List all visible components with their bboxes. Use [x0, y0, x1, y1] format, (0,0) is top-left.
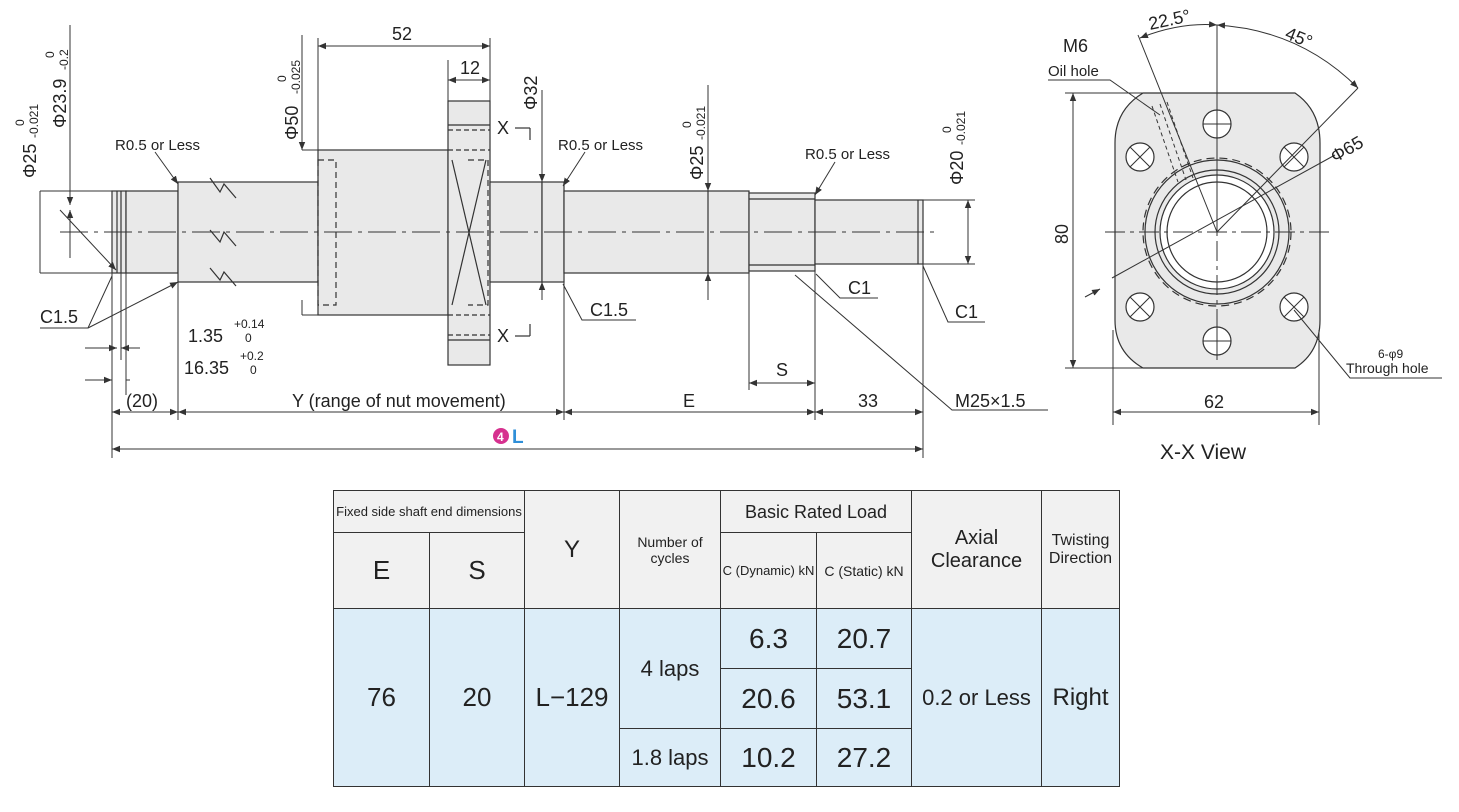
- label-dia-20: Φ20 0 -0.021: [940, 111, 968, 185]
- header-y: Y: [524, 490, 620, 609]
- label-dia-25-mid: Φ25 0 -0.021: [680, 106, 708, 180]
- svg-text:L: L: [512, 427, 524, 448]
- svg-text:-0.2: -0.2: [57, 49, 71, 70]
- svg-text:Φ23.9: Φ23.9: [50, 79, 70, 128]
- label-dia-23-9: Φ23.9 0 -0.2: [43, 49, 71, 128]
- header-axial: Axial Clearance: [911, 490, 1042, 609]
- label-c15-a: C1.5: [40, 307, 78, 327]
- section-x-bottom: X: [497, 326, 509, 346]
- svg-text:0: 0: [680, 121, 694, 128]
- svg-text:Φ20: Φ20: [947, 151, 967, 185]
- svg-text:1.35: 1.35: [188, 326, 223, 346]
- label-c15-b: C1.5: [590, 300, 628, 320]
- svg-text:+0.14: +0.14: [234, 317, 265, 331]
- cell-y: L−129: [524, 608, 620, 787]
- label-c1-a: C1: [848, 278, 871, 298]
- section-x-top: X: [497, 118, 509, 138]
- svg-text:0: 0: [940, 126, 954, 133]
- break-symbols: [209, 177, 237, 287]
- label-through-hole: Through hole: [1346, 360, 1429, 376]
- svg-text:0: 0: [245, 331, 252, 345]
- header-twist: Twisting Direction: [1041, 490, 1120, 609]
- cell-dynamic-1: 6.3: [720, 608, 817, 669]
- svg-text:16.35: 16.35: [184, 358, 229, 378]
- label-hole-spec: 6-φ9: [1378, 347, 1403, 361]
- label-s: S: [776, 360, 788, 380]
- cell-s: 20: [429, 608, 525, 787]
- cell-dynamic-3: 10.2: [720, 728, 817, 787]
- label-thread: M25×1.5: [955, 391, 1026, 411]
- label-dia-50: Φ50 0 -0.025: [275, 60, 303, 140]
- cell-axial: 0.2 or Less: [911, 608, 1042, 787]
- svg-text:+0.2: +0.2: [240, 349, 264, 363]
- technical-drawing: X X: [13, 6, 1442, 464]
- label-dia-65: Φ65: [1327, 132, 1367, 167]
- label-1-35: 1.35 +0.14 0: [188, 317, 265, 346]
- label-16-35: 16.35 +0.2 0: [184, 349, 264, 378]
- label-33: 33: [858, 391, 878, 411]
- label-c1-b: C1: [955, 302, 978, 322]
- spec-table: Fixed side shaft end dimensions Y Number…: [333, 490, 1120, 787]
- svg-text:-0.021: -0.021: [27, 104, 41, 138]
- cell-dynamic-2: 20.6: [720, 668, 817, 729]
- cell-static-1: 20.7: [816, 608, 912, 669]
- header-e: E: [333, 532, 430, 609]
- label-angle-22-5: 22.5°: [1147, 6, 1192, 34]
- label-oil-hole: Oil hole: [1048, 63, 1099, 80]
- svg-text:-0.021: -0.021: [954, 111, 968, 145]
- label-e: E: [683, 391, 695, 411]
- label-80: 80: [1052, 224, 1072, 244]
- xx-view-caption: X-X View: [1160, 441, 1247, 464]
- svg-text:0: 0: [250, 363, 257, 377]
- cell-cycles-4: 4 laps: [619, 608, 721, 729]
- label-52: 52: [392, 24, 412, 44]
- label-20-paren: (20): [126, 391, 158, 411]
- header-s: S: [429, 532, 525, 609]
- header-basic-load: Basic Rated Load: [720, 490, 912, 533]
- header-dynamic: C (Dynamic) kN: [720, 532, 817, 609]
- svg-text:0: 0: [43, 51, 57, 58]
- label-12: 12: [460, 58, 480, 78]
- label-62: 62: [1204, 392, 1224, 412]
- label-dia-32: Φ32: [521, 76, 541, 110]
- label-r05-c: R0.5 or Less: [805, 146, 890, 163]
- cell-cycles-1-8: 1.8 laps: [619, 728, 721, 787]
- label-angle-45: 45°: [1283, 23, 1316, 52]
- cell-static-2: 53.1: [816, 668, 912, 729]
- svg-text:0: 0: [275, 75, 289, 82]
- label-r05-b: R0.5 or Less: [558, 137, 643, 154]
- label-dia-25-left: Φ25 0 -0.021: [13, 104, 41, 178]
- header-static: C (Static) kN: [816, 532, 912, 609]
- svg-text:-0.021: -0.021: [694, 106, 708, 140]
- cell-e: 76: [333, 608, 430, 787]
- section-markers: [515, 127, 531, 337]
- cell-static-3: 27.2: [816, 728, 912, 787]
- svg-text:Φ50: Φ50: [282, 106, 302, 140]
- label-r05-a: R0.5 or Less: [115, 137, 200, 154]
- svg-text:Φ32: Φ32: [521, 76, 541, 110]
- svg-text:4: 4: [497, 430, 504, 444]
- svg-text:-0.025: -0.025: [289, 60, 303, 94]
- header-cycles: Number of cycles: [619, 490, 721, 609]
- svg-text:Φ25: Φ25: [20, 144, 40, 178]
- label-m6: M6: [1063, 36, 1088, 56]
- label-y-range: Y (range of nut movement): [292, 391, 506, 411]
- svg-text:0: 0: [13, 119, 27, 126]
- cell-twist: Right: [1041, 608, 1120, 787]
- header-fixed-side: Fixed side shaft end dimensions: [333, 490, 525, 533]
- total-length-label: 4 L: [493, 427, 524, 448]
- svg-text:Φ25: Φ25: [687, 146, 707, 180]
